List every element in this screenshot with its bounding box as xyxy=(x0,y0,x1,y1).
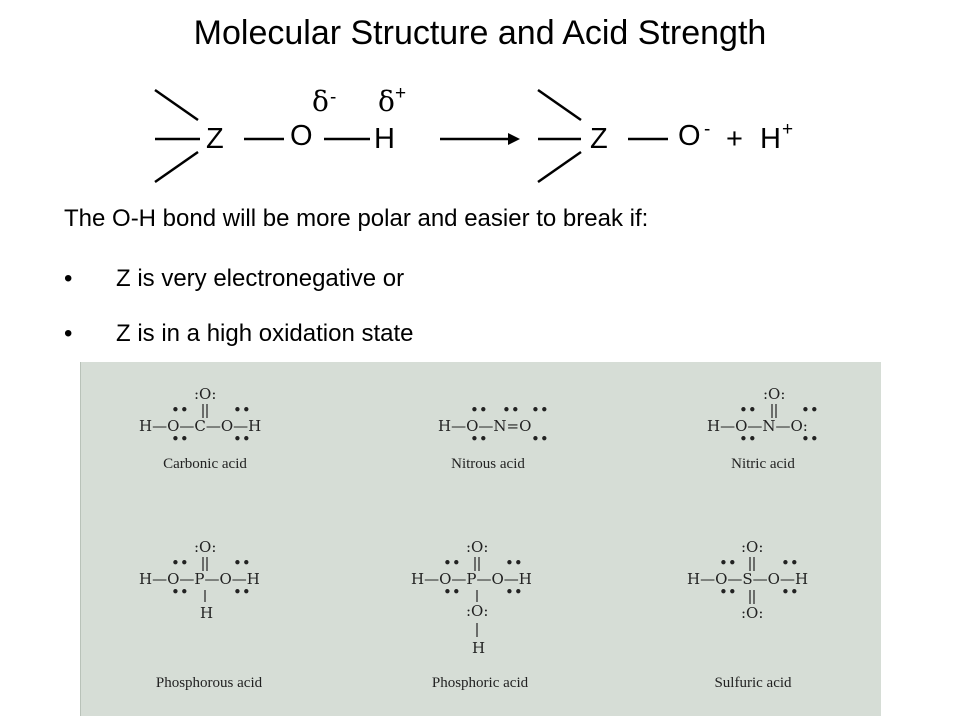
svg-text:••: •• xyxy=(171,430,189,448)
atom-z: Z xyxy=(206,123,224,155)
svg-text:••: •• xyxy=(739,401,757,419)
svg-text::O:: :O: xyxy=(466,538,488,556)
svg-text:••: •• xyxy=(470,430,488,448)
svg-text::O:: :O: xyxy=(741,538,763,556)
bond-line xyxy=(537,150,582,184)
atom-h-product: H xyxy=(760,123,781,155)
svg-text:••: •• xyxy=(171,583,189,601)
svg-text:••: •• xyxy=(531,401,549,419)
svg-text:••: •• xyxy=(505,583,523,601)
nitrous-acid-structure: H—O—N=O •• •• •• •• •• xyxy=(438,401,549,448)
nitric-acid-structure: H—O—N—O: :O: •• •• •• •• xyxy=(707,385,819,448)
carbonic-acid-structure: H—O—C—O—H :O: •• •• •• •• xyxy=(139,385,261,448)
svg-text:H—O—P—O—H: H—O—P—O—H xyxy=(411,570,532,588)
svg-text:H: H xyxy=(472,639,485,657)
acid-label-carbonic: Carbonic acid xyxy=(163,456,247,472)
svg-text:••: •• xyxy=(781,583,799,601)
acid-label-nitric: Nitric acid xyxy=(731,456,795,472)
svg-text::O:: :O: xyxy=(194,538,216,556)
bond-line xyxy=(537,88,582,122)
atom-z-product: Z xyxy=(590,123,608,155)
svg-text:••: •• xyxy=(781,554,799,572)
acid-structures-figure: H—O—C—O—H :O: •• •• •• •• H—O—N=O •• •• •• •… xyxy=(139,385,819,691)
svg-text:••: •• xyxy=(233,554,251,572)
partial-negative-sign: - xyxy=(330,87,337,108)
general-reaction: Z O H δ - δ + Z O - + H + xyxy=(140,80,820,190)
svg-text:H—O—N=O: H—O—N=O xyxy=(438,417,531,435)
svg-text:••: •• xyxy=(801,401,819,419)
acid-label-sulfuric: Sulfuric acid xyxy=(714,675,792,691)
partial-positive-symbol: δ xyxy=(378,85,395,118)
sulfuric-acid-structure: H—O—S—O—H :O: •• •• •• •• :O: xyxy=(687,538,808,622)
svg-text::O:: :O: xyxy=(763,385,785,403)
svg-text:••: •• xyxy=(719,554,737,572)
bond-line xyxy=(154,88,199,122)
svg-text:••: •• xyxy=(502,401,520,419)
svg-text:••: •• xyxy=(719,583,737,601)
page-title: Molecular Structure and Acid Strength xyxy=(193,14,767,52)
svg-text:H—O—S—O—H: H—O—S—O—H xyxy=(687,570,808,588)
svg-text::O:: :O: xyxy=(194,385,216,403)
svg-text:••: •• xyxy=(171,554,189,572)
acid-label-phosphorous: Phosphorous acid xyxy=(156,675,263,691)
acid-label-nitrous: Nitrous acid xyxy=(451,456,525,472)
svg-text:••: •• xyxy=(443,554,461,572)
oxide-charge: - xyxy=(704,119,711,140)
plus-sign: + xyxy=(726,123,743,155)
acid-label-phosphoric: Phosphoric acid xyxy=(432,675,529,691)
svg-text:••: •• xyxy=(505,554,523,572)
svg-text:••: •• xyxy=(233,430,251,448)
atom-o: O xyxy=(290,120,313,152)
reaction-bonds xyxy=(154,88,668,184)
phosphorous-acid-structure: H—O—P—O—H :O: •• •• •• •• H xyxy=(139,538,260,622)
bullet-marker: • xyxy=(64,320,73,347)
svg-text:••: •• xyxy=(233,401,251,419)
explanation-text: The O-H bond will be more polar and easi… xyxy=(64,205,649,232)
svg-text:••: •• xyxy=(801,430,819,448)
partial-negative-symbol: δ xyxy=(312,85,329,118)
arrow-head-icon xyxy=(508,133,520,145)
svg-text:••: •• xyxy=(443,583,461,601)
svg-text:H—O—C—O—H: H—O—C—O—H xyxy=(139,417,261,435)
svg-text:••: •• xyxy=(171,401,189,419)
svg-text:H—O—P—O—H: H—O—P—O—H xyxy=(139,570,260,588)
svg-text:••: •• xyxy=(531,430,549,448)
bullet-text: Z is in a high oxidation state xyxy=(116,320,414,347)
svg-text:••: •• xyxy=(233,583,251,601)
svg-text:H: H xyxy=(200,604,213,622)
svg-text:H—O—N—O:: H—O—N—O: xyxy=(707,417,808,435)
acid-structures-panel: H—O—C—O—H :O: •• •• •• •• H—O—N=O •• •• •• •… xyxy=(80,362,881,716)
bond-line xyxy=(154,150,199,184)
phosphoric-acid-structure: H—O—P—O—H :O: •• •• •• •• :O: H xyxy=(411,538,532,657)
svg-text:••: •• xyxy=(470,401,488,419)
bullet-marker: • xyxy=(64,265,73,292)
svg-text::O:: :O: xyxy=(466,602,488,620)
proton-charge: + xyxy=(782,119,794,140)
svg-text::O:: :O: xyxy=(741,604,763,622)
atom-h: H xyxy=(374,123,395,155)
partial-positive-sign: + xyxy=(395,83,407,104)
svg-text:••: •• xyxy=(739,430,757,448)
bullet-text: Z is very electronegative or xyxy=(116,265,405,292)
atom-o-product: O xyxy=(678,120,701,152)
